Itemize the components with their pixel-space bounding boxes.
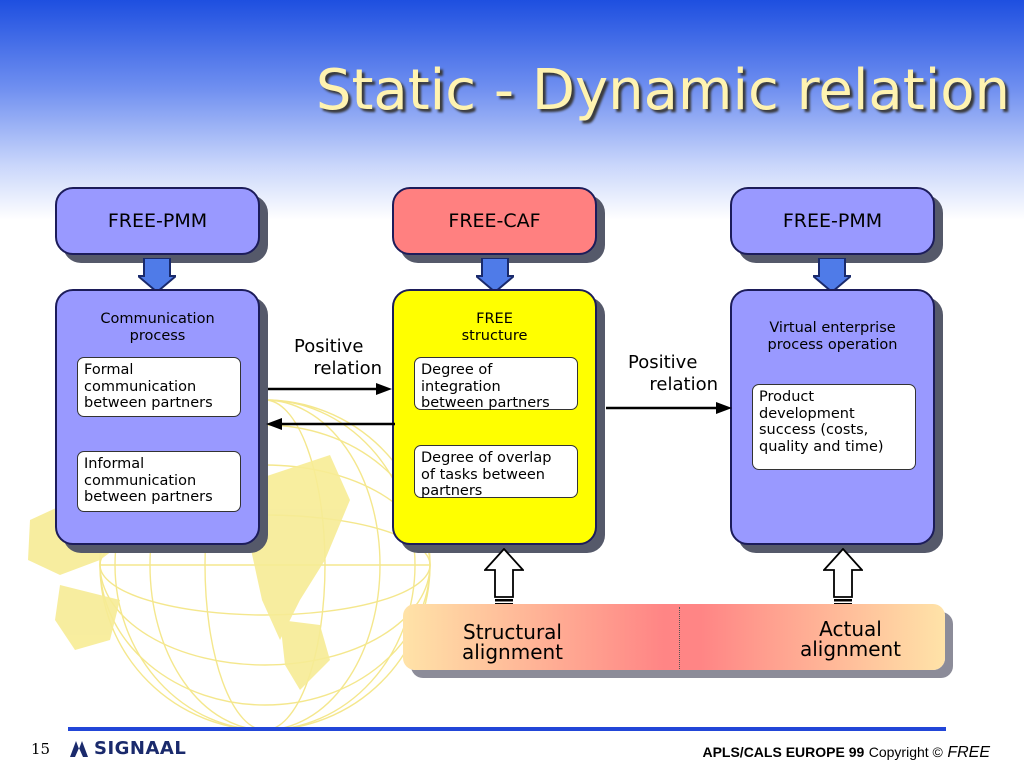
panel-title: Virtual enterprise process operation — [767, 320, 898, 353]
alignment-bar — [403, 604, 945, 670]
communication-process-panel: Communication process Formal communicati… — [55, 289, 260, 545]
virtual-enterprise-panel: Virtual enterprise process operation Pro… — [730, 289, 935, 545]
footer-credit: APLS/CALS EUROPE 99 Copyright © FREE — [702, 744, 990, 762]
footer-rule — [68, 727, 946, 731]
right-header-label: FREE-PMM — [782, 210, 883, 232]
degree-of-integration-box: Degree of integration between partners — [414, 357, 578, 411]
hollow-up-arrow-icon — [823, 548, 863, 606]
signaal-logo-icon — [70, 740, 88, 757]
informal-communication-box: Informal communication between partners — [77, 451, 241, 512]
product-development-box: Product development success (costs, qual… — [752, 384, 916, 470]
right-arrow-icon — [268, 383, 392, 395]
left-header-label: FREE-PMM — [107, 210, 208, 232]
down-arrow-icon — [813, 258, 851, 292]
brand-name: FREE — [947, 744, 990, 761]
left-arrow-icon — [266, 418, 395, 430]
left-header-box: FREE-PMM — [55, 187, 260, 255]
actual-alignment-label: Actual alignment — [799, 617, 902, 661]
alignment-divider — [679, 607, 680, 669]
right-arrow-icon — [606, 402, 732, 414]
center-header-box: FREE-CAF — [392, 187, 597, 255]
formal-communication-box: Formal communication between partners — [77, 357, 241, 417]
structural-alignment-label: Structural alignment — [461, 620, 564, 664]
down-arrow-icon — [138, 258, 176, 292]
panel-title: Communication process — [100, 311, 215, 344]
free-structure-panel: FREE structure Degree of integration bet… — [392, 289, 597, 545]
positive-relation-label-left: Positive relation — [294, 336, 382, 379]
positive-relation-label-right: Positive relation — [628, 352, 718, 395]
hollow-up-arrow-icon — [484, 548, 524, 606]
center-header-label: FREE-CAF — [448, 210, 541, 232]
right-header-box: FREE-PMM — [730, 187, 935, 255]
logo-text: SIGNAAL — [94, 738, 187, 759]
panel-title: FREE structure — [461, 311, 528, 344]
down-arrow-icon — [476, 258, 514, 292]
slide-title: Static - Dynamic relation — [315, 58, 1010, 123]
signaal-logo: SIGNAAL — [68, 738, 186, 759]
page-number: 15 — [31, 740, 51, 758]
degree-of-overlap-box: Degree of overlap of tasks between partn… — [414, 445, 578, 499]
conference-name: APLS/CALS EUROPE 99 — [702, 744, 865, 760]
header-gradient — [0, 0, 1024, 220]
copyright-text: Copyright © — [868, 744, 943, 760]
